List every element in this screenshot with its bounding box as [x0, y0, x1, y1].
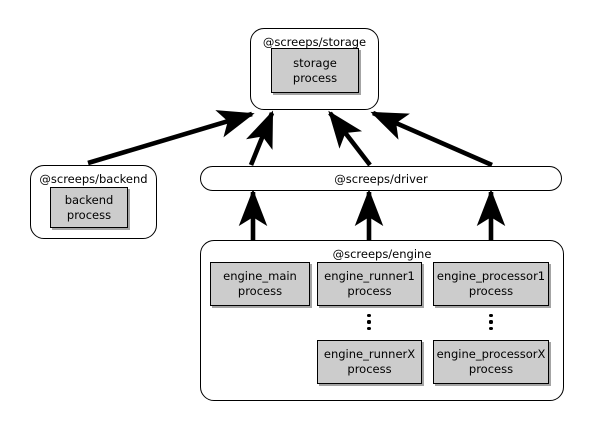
package-driver[interactable]: @screeps/driver — [200, 166, 562, 191]
package-engine-label: @screeps/engine — [332, 247, 432, 261]
arrow-backend-to-storage — [87, 110, 255, 166]
engine-main-process-box[interactable]: engine_main process — [210, 262, 310, 306]
engine-processorx-line2: process — [468, 362, 514, 376]
backend-process-line2: process — [66, 207, 112, 222]
engine-main-line2: process — [237, 284, 283, 298]
engine-runnerx-process-box[interactable]: engine_runnerX process — [317, 340, 422, 384]
engine-runner1-process-box[interactable]: engine_runner1 process — [317, 262, 422, 306]
engine-processorx-line1: engine_processorX — [436, 347, 546, 362]
engine-runner-ellipsis-icon — [362, 314, 376, 330]
arrow-driver-center-to-storage — [328, 110, 372, 167]
arrow-driver-right-to-storage — [370, 110, 493, 168]
engine-processorx-process-box[interactable]: engine_processorX process — [433, 340, 549, 384]
backend-process-box[interactable]: backend process — [50, 187, 128, 228]
engine-processor1-line1: engine_processor1 — [436, 269, 546, 284]
engine-runner1-line1: engine_runner1 — [324, 269, 415, 284]
engine-main-line1: engine_main — [223, 269, 297, 284]
storage-process-line2: process — [292, 70, 338, 85]
package-storage-label: @screeps/storage — [262, 35, 367, 49]
engine-runnerx-line1: engine_runnerX — [323, 347, 416, 362]
backend-process-line1: backend — [64, 192, 114, 207]
engine-runner1-line2: process — [347, 284, 392, 298]
arrow-driver-left-to-storage — [246, 110, 275, 166]
engine-processor-ellipsis-icon — [484, 314, 498, 330]
storage-process-line1: storage — [293, 55, 337, 70]
package-backend-label: @screeps/backend — [39, 172, 148, 186]
engine-processor1-line2: process — [468, 284, 514, 298]
storage-process-box[interactable]: storage process — [271, 48, 359, 93]
package-driver-label: @screeps/driver — [334, 171, 428, 186]
engine-processor1-process-box[interactable]: engine_processor1 process — [433, 262, 549, 306]
engine-runnerx-line2: process — [347, 362, 392, 376]
